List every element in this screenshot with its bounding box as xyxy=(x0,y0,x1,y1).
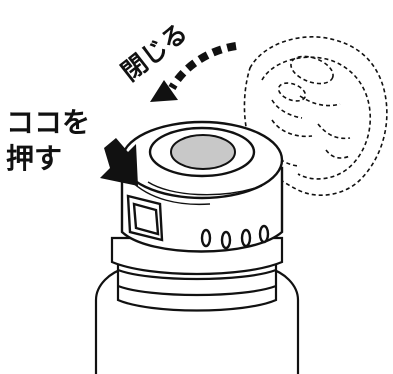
center-button[interactable] xyxy=(170,134,236,170)
curved-arrow-icon xyxy=(150,42,237,102)
bottle-body xyxy=(94,236,300,374)
push-label-line1: ココを xyxy=(6,106,90,139)
push-label-line2: 押す xyxy=(6,142,62,175)
push-arrow-icon xyxy=(100,138,138,186)
